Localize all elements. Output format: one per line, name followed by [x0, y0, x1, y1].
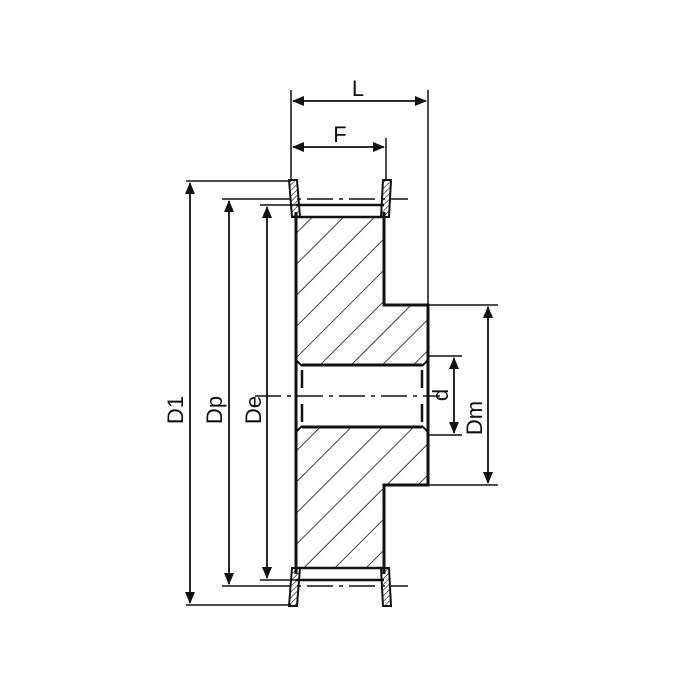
label-L: L	[352, 76, 364, 101]
flanges	[287, 179, 393, 607]
centerlines	[255, 198, 440, 587]
label-D1: D1	[163, 396, 188, 424]
label-Dp: Dp	[202, 396, 227, 424]
label-F: F	[333, 122, 346, 147]
extension-lines	[186, 90, 498, 606]
pulley-body-lower	[296, 427, 428, 568]
label-Dm: Dm	[462, 401, 487, 435]
label-d: d	[428, 389, 453, 401]
pulley-body-upper	[296, 217, 428, 365]
pulley-outline	[294, 203, 430, 582]
dimension-lines	[185, 96, 493, 604]
label-De: De	[241, 396, 266, 424]
